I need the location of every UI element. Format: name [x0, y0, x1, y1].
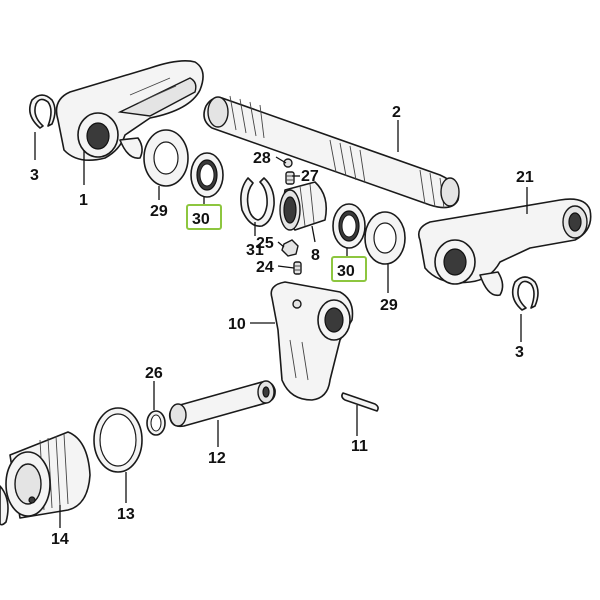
part-31-circlip	[240, 177, 275, 227]
part-21-lever-arm-right	[417, 198, 592, 297]
part-30-seal-left	[190, 152, 224, 198]
part-12-cylinder-pin	[168, 380, 276, 428]
callout-8: 8	[311, 247, 320, 264]
part-8-bushing	[279, 181, 328, 231]
callout-31: 31	[246, 242, 264, 259]
callout-26: 26	[145, 365, 163, 382]
part-1-lever-arm-left	[55, 60, 204, 161]
part-28-bolt	[283, 158, 293, 168]
callout-29-left: 29	[150, 203, 168, 220]
callout-24: 24	[256, 259, 274, 276]
highlight-box-30-right	[331, 256, 367, 282]
part-30-seal-right	[332, 203, 366, 249]
callout-10: 10	[228, 316, 246, 333]
callout-13: 13	[117, 506, 135, 523]
callout-12: 12	[208, 450, 226, 467]
partial-ring-edge	[0, 485, 9, 526]
highlight-box-30-left	[186, 204, 222, 230]
part-11-pin	[341, 392, 379, 412]
part-29-washer-right	[364, 211, 406, 265]
part-3-snap-ring-left	[29, 94, 56, 129]
part-13-large-o-ring	[93, 407, 143, 473]
part-27-grease-fitting	[285, 171, 295, 185]
part-26-small-o-ring	[146, 410, 166, 436]
callout-27: 27	[301, 168, 319, 185]
callout-labels: 3 1 2 29 30 28 27 31 8 25 24 30 29 21 3 …	[30, 104, 534, 548]
part-2-splined-shaft	[203, 95, 460, 209]
callout-25: 25	[256, 235, 274, 252]
callout-11: 11	[351, 438, 368, 455]
callout-3-right: 3	[515, 344, 524, 361]
callout-14: 14	[51, 531, 69, 548]
callout-29-right: 29	[380, 297, 398, 314]
part-10-yoke	[270, 281, 354, 401]
part-14-piston	[5, 431, 91, 519]
part-25-nut	[281, 239, 299, 257]
callout-1: 1	[79, 192, 88, 209]
callout-30-left: 30	[192, 211, 210, 228]
part-29-washer-left	[143, 129, 189, 187]
part-3-snap-ring-right	[511, 276, 539, 311]
callout-28: 28	[253, 150, 271, 167]
callout-21: 21	[516, 169, 534, 186]
callout-30-right: 30	[337, 263, 355, 280]
callout-3-left: 3	[30, 167, 39, 184]
part-24-set-screw	[293, 261, 302, 275]
callout-2: 2	[392, 104, 401, 121]
